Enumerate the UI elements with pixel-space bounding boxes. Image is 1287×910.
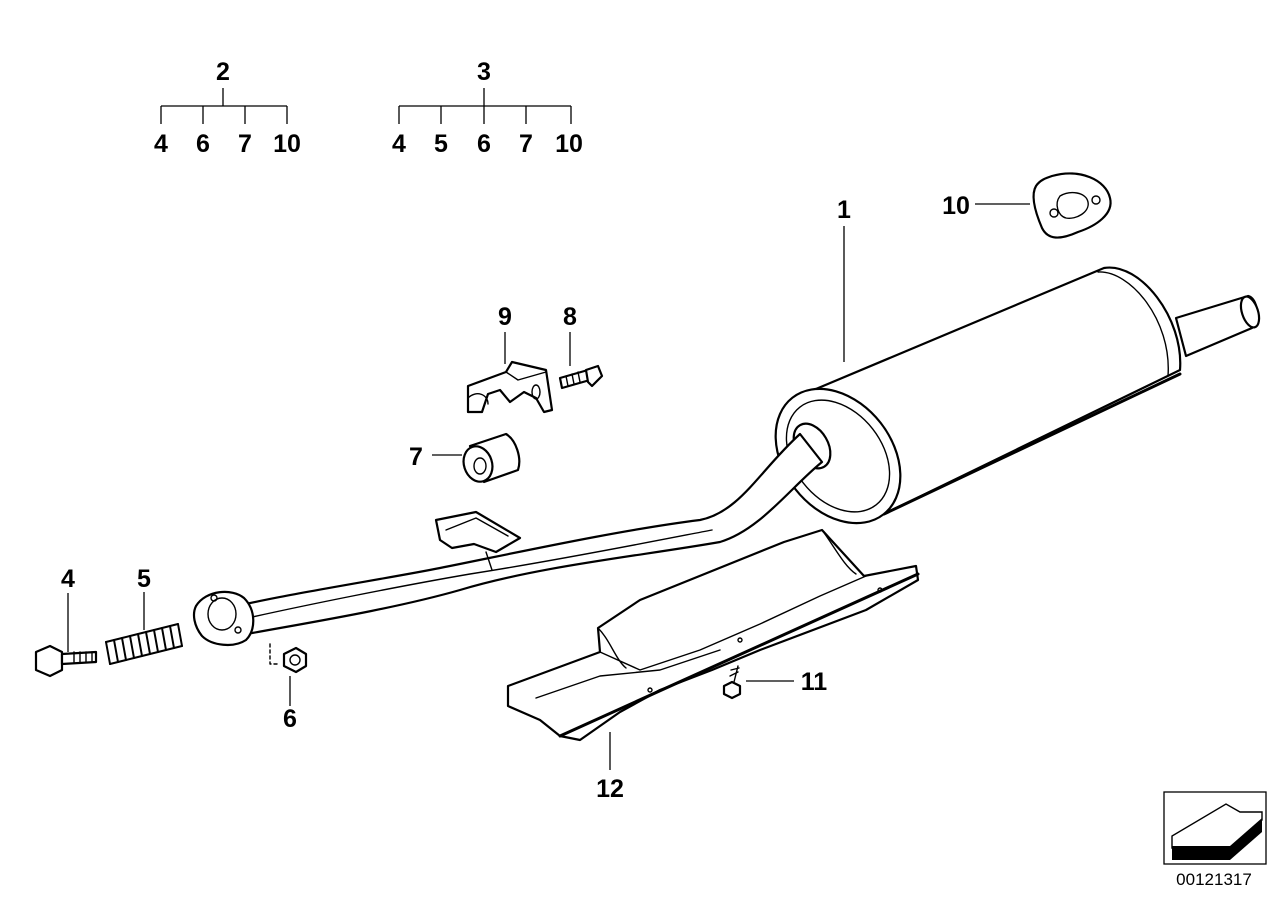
callout-6[interactable]: 6 (283, 705, 297, 733)
tree-2-child[interactable]: 10 (273, 130, 301, 158)
view-direction-icon (1171, 803, 1263, 860)
spring-part[interactable] (105, 623, 183, 665)
heat-shield-part[interactable] (506, 528, 920, 742)
tree-2-root[interactable]: 2 (216, 58, 230, 86)
tree-3-root[interactable]: 3 (477, 58, 491, 86)
rubber-mount-part[interactable] (459, 432, 521, 485)
muffler-part[interactable] (750, 266, 1263, 548)
callout-5[interactable]: 5 (137, 565, 151, 593)
callout-10[interactable]: 10 (942, 192, 970, 220)
tree-2-child[interactable]: 4 (154, 130, 168, 158)
assembly-tree-2: 2 4 6 7 10 (154, 58, 301, 158)
clamp-bracket-part[interactable] (466, 360, 554, 414)
tree-3-child[interactable]: 7 (519, 130, 533, 158)
reference-box: 00121317 (1163, 791, 1267, 889)
assembly-tree-3: 3 4 5 6 7 10 (392, 58, 583, 158)
tree-3-child[interactable]: 6 (477, 130, 491, 158)
flange-gasket-part[interactable] (1032, 172, 1112, 239)
intermediate-pipe-part[interactable] (192, 432, 824, 646)
tree-3-child[interactable]: 10 (555, 130, 583, 158)
callout-1[interactable]: 1 (837, 196, 851, 224)
tree-3-child[interactable]: 5 (434, 130, 448, 158)
tree-3-child[interactable]: 4 (392, 130, 406, 158)
reference-number: 00121317 (1176, 870, 1252, 889)
tree-2-child[interactable]: 6 (196, 130, 210, 158)
callout-8[interactable]: 8 (563, 303, 577, 331)
callout-7[interactable]: 7 (409, 443, 423, 471)
clamp-bolt-part[interactable] (558, 364, 604, 390)
callout-12[interactable]: 12 (596, 775, 624, 803)
flange-bolt-part[interactable] (34, 644, 98, 678)
tree-2-child[interactable]: 7 (238, 130, 252, 158)
heat-shield-screw-part[interactable] (722, 665, 742, 700)
callout-4[interactable]: 4 (61, 565, 75, 593)
callout-11[interactable]: 11 (801, 668, 828, 696)
nut-part[interactable] (269, 643, 308, 674)
callout-9[interactable]: 9 (498, 303, 512, 331)
